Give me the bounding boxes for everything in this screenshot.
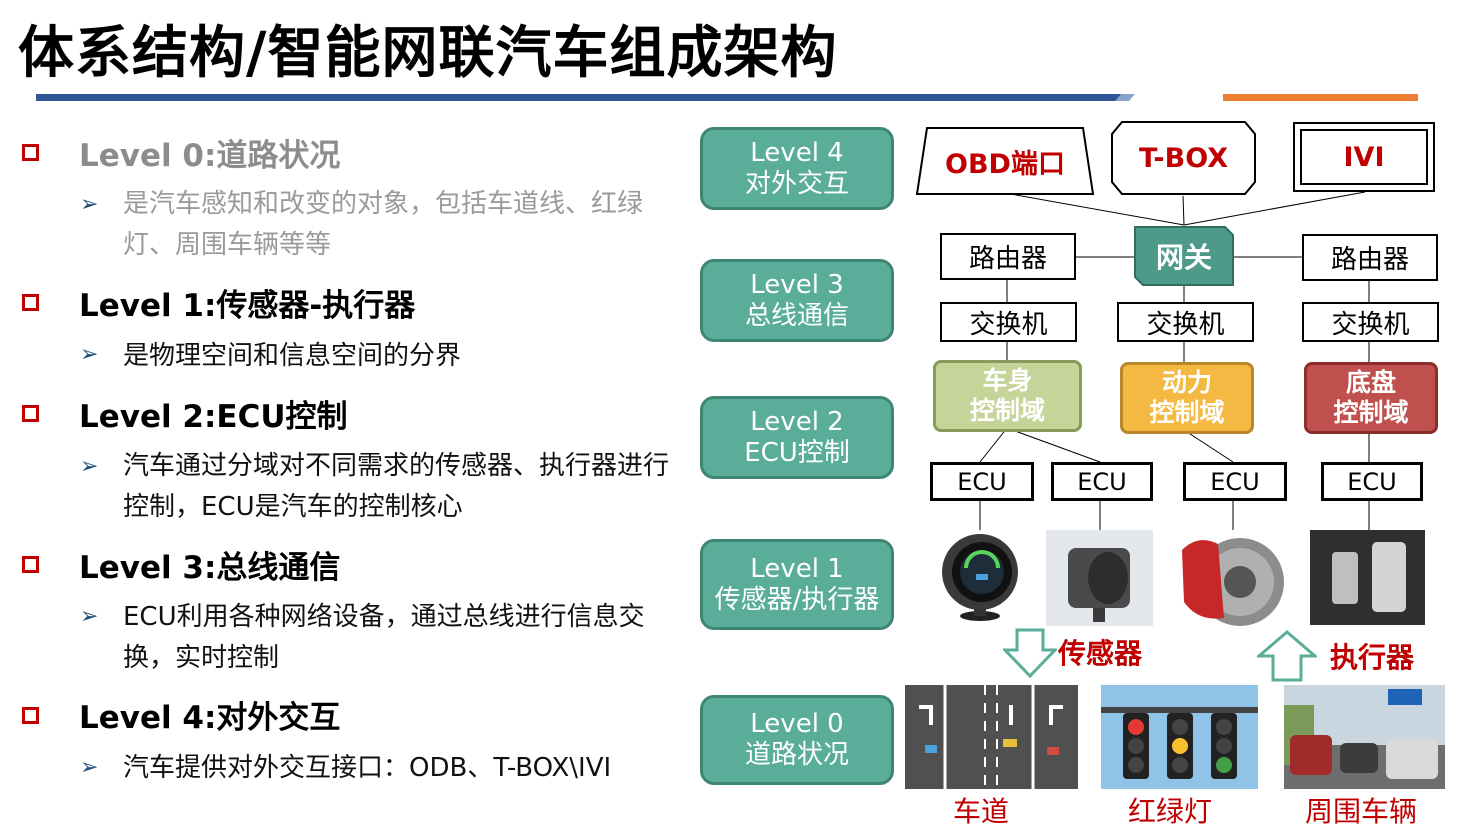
switch-left: 交换机 <box>940 302 1077 342</box>
lane-label: 车道 <box>953 795 1010 828</box>
level-0-title: Level 0 <box>750 709 844 739</box>
level-2-title: Level 2 <box>750 406 844 437</box>
sensor-label: 传感器 <box>1058 637 1143 670</box>
router-left: 路由器 <box>940 233 1076 280</box>
ecu-box-3: ECU <box>1183 462 1287 501</box>
gateway-label: 网关 <box>1155 241 1212 274</box>
level-0-box: Level 0 道路状况 <box>700 695 894 785</box>
outline-level-2: Level 2:ECU控制 <box>79 399 348 435</box>
body-domain-line1: 车身 <box>982 366 1033 395</box>
arrow-bullet-icon: ➢ <box>80 454 99 479</box>
chassis-domain-line1: 底盘 <box>1345 368 1396 397</box>
arrow-bullet-icon: ➢ <box>80 192 99 217</box>
chassis-control-domain: 底盘 控制域 <box>1304 362 1438 434</box>
switch-right: 交换机 <box>1302 302 1439 342</box>
down-arrow-icon <box>1003 628 1057 678</box>
ivi-label: IVI <box>1300 129 1428 185</box>
body-domain-line2: 控制域 <box>969 396 1045 425</box>
level-1-title: Level 1 <box>750 553 844 584</box>
body-control-domain: 车身 控制域 <box>933 360 1082 432</box>
arrow-bullet-icon: ➢ <box>80 755 99 780</box>
level-1-box: Level 1 传感器/执行器 <box>700 539 894 630</box>
outline-level-3: Level 3:总线通信 <box>79 550 341 586</box>
radar-sensor-image <box>942 534 1018 621</box>
level-2-box: Level 2 ECU控制 <box>700 396 894 479</box>
ivi-outer-box: IVI <box>1293 122 1435 192</box>
router-right: 路由器 <box>1302 234 1438 281</box>
title-rule-orange <box>1223 94 1418 101</box>
actuator-label: 执行器 <box>1330 641 1415 674</box>
outline-level-2-desc: 汽车通过分域对不同需求的传感器、执行器进行控制，ECU是汽车的控制核心 <box>123 451 670 522</box>
controller-module-image <box>1046 530 1153 626</box>
square-bullet-icon <box>22 556 39 573</box>
traffic-light-image <box>1101 685 1258 789</box>
chassis-domain-line2: 控制域 <box>1333 398 1409 427</box>
level-2-subtitle: ECU控制 <box>744 437 850 468</box>
outline-level-4: Level 4:对外交互 <box>79 700 341 736</box>
level-1-subtitle: 传感器/执行器 <box>714 584 880 615</box>
level-4-box: Level 4 对外交互 <box>700 127 894 210</box>
level-3-title: Level 3 <box>750 269 844 300</box>
square-bullet-icon <box>22 294 39 311</box>
surrounding-cars-label: 周围车辆 <box>1305 795 1418 828</box>
obd-port-label: OBD端口 <box>945 148 1065 180</box>
lane-image <box>905 685 1078 789</box>
square-bullet-icon <box>22 405 39 422</box>
power-domain-line1: 动力 <box>1161 368 1212 397</box>
outline-level-1: Level 1:传感器-执行器 <box>79 288 416 324</box>
ecu-box-2: ECU <box>1051 462 1153 501</box>
level-0-subtitle: 道路状况 <box>744 740 849 770</box>
traffic-light-label: 红绿灯 <box>1128 795 1213 828</box>
arrow-bullet-icon: ➢ <box>80 342 99 367</box>
outline-level-3-desc: ECU利用各种网络设备，通过总线进行信息交换，实时控制 <box>123 602 645 673</box>
square-bullet-icon <box>22 707 39 724</box>
ecu-box-1: ECU <box>930 462 1034 501</box>
tbox-shape <box>1111 121 1256 195</box>
arrow-bullet-icon: ➢ <box>80 604 99 629</box>
level-4-subtitle: 对外交互 <box>744 168 849 199</box>
switch-center: 交换机 <box>1117 302 1254 342</box>
tbox-label: T-BOX <box>1138 142 1229 174</box>
outline-level-0-desc: 是汽车感知和改变的对象，包括车道线、红绿灯、周围车辆等等 <box>123 189 644 260</box>
outline-level-4-desc: 汽车提供对外交互接口：ODB、T-BOX\IVI <box>123 753 612 783</box>
level-4-title: Level 4 <box>750 137 844 168</box>
title-rule-blue <box>36 94 1121 101</box>
outline-level-1-desc: 是物理空间和信息空间的分界 <box>123 341 462 371</box>
pedals-image <box>1310 530 1425 625</box>
brake-disc-image <box>1182 538 1284 626</box>
slide-title: 体系结构/智能网联汽车组成架构 <box>18 21 838 86</box>
traffic-cars-image <box>1284 685 1445 789</box>
power-control-domain: 动力 控制域 <box>1120 362 1254 434</box>
obd-port-shape <box>915 127 1095 195</box>
square-bullet-icon <box>22 144 39 161</box>
power-domain-line2: 控制域 <box>1149 398 1225 427</box>
gateway-shape <box>1134 226 1234 286</box>
outline-level-0: Level 0:道路状况 <box>79 138 341 174</box>
level-3-subtitle: 总线通信 <box>744 300 849 331</box>
ecu-box-4: ECU <box>1321 462 1423 501</box>
level-3-box: Level 3 总线通信 <box>700 259 894 342</box>
up-arrow-icon <box>1257 630 1317 682</box>
